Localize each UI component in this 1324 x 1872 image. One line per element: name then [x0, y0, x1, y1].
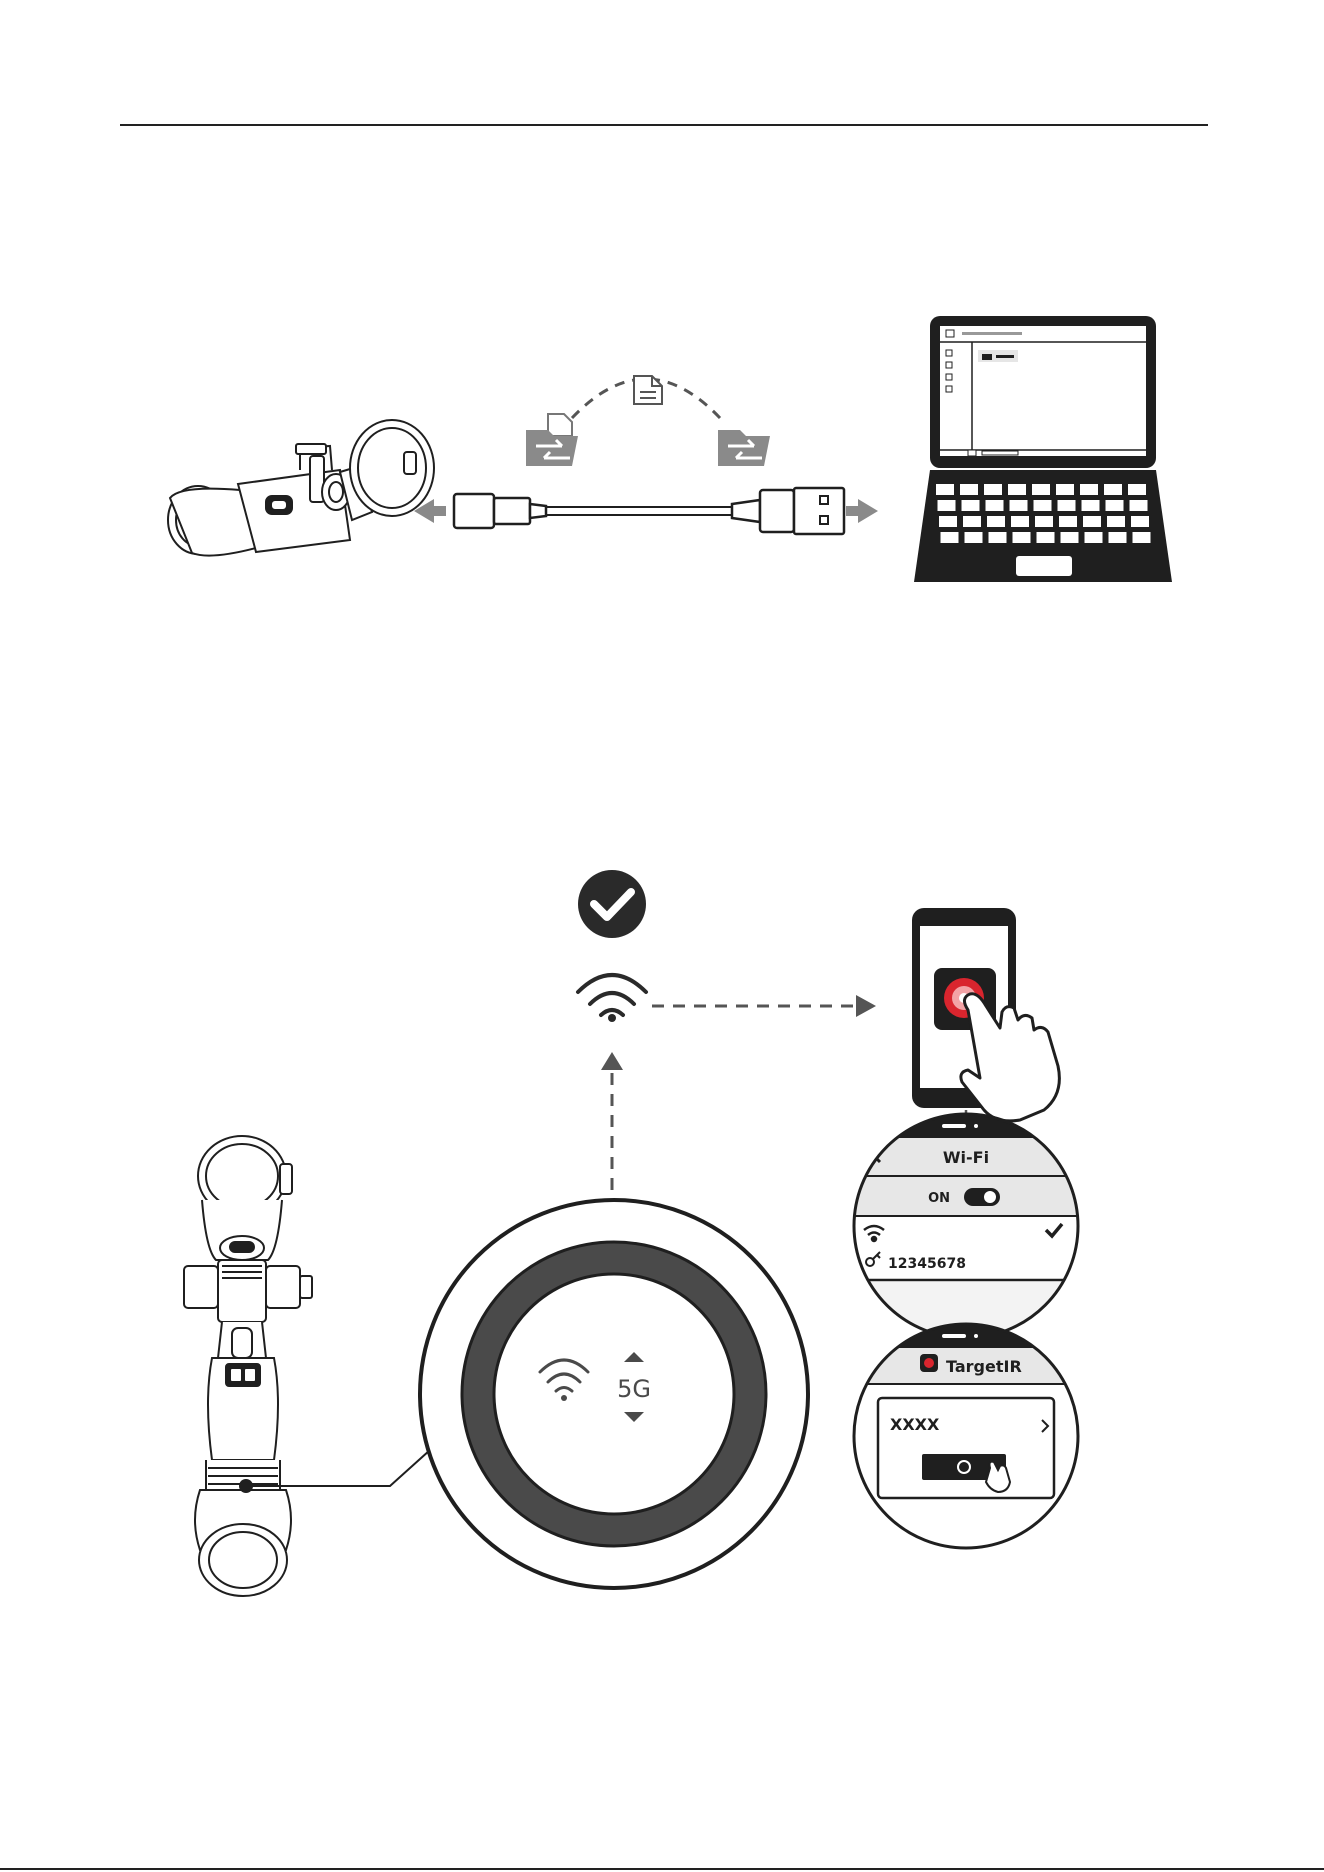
keyboard-key: [1035, 516, 1053, 527]
wifi-connection-diagram: Wi-Fi ON 12345678 TargetIR XXXX: [0, 620, 1324, 1860]
wifi-title: Wi-Fi: [943, 1148, 989, 1167]
keyboard-key: [1034, 500, 1052, 511]
usb-transfer-diagram: [0, 0, 1324, 620]
arrow-up-icon: [601, 1052, 623, 1070]
keyboard-key: [1011, 516, 1029, 527]
keyboard-key: [984, 484, 1002, 495]
keyboard-key: [987, 516, 1005, 527]
keyboard-key: [1058, 500, 1076, 511]
app-callout: TargetIR XXXX: [850, 1324, 1082, 1548]
wifi-band-label: 5G: [617, 1375, 651, 1403]
wifi-password: 12345678: [888, 1256, 966, 1272]
keyboard-key: [965, 532, 983, 543]
keyboard-key: [1080, 484, 1098, 495]
keyboard-key: [963, 516, 981, 527]
scope-side-view: [168, 420, 434, 556]
keyboard-key: [1106, 500, 1124, 511]
wifi-toggle-label: ON: [928, 1191, 950, 1206]
keyboard-key: [986, 500, 1004, 511]
checkmark-circle-icon: [578, 870, 646, 938]
keyboard-key: [1130, 500, 1148, 511]
footer-rule: [0, 1868, 1324, 1870]
keyboard-key: [1008, 484, 1026, 495]
keyboard-key: [1061, 532, 1079, 543]
keyboard-key: [936, 484, 954, 495]
keyboard-key: [1037, 532, 1055, 543]
keyboard-key: [1128, 484, 1146, 495]
keyboard-key: [1010, 500, 1028, 511]
keyboard-key: [1059, 516, 1077, 527]
scope-top-view: [184, 1136, 312, 1596]
wifi-button-marker: [239, 1479, 253, 1493]
app-name: TargetIR: [946, 1357, 1022, 1376]
wifi-knob: 5G: [420, 1200, 808, 1588]
keyboard-key: [1013, 532, 1031, 543]
keyboard-key: [1131, 516, 1149, 527]
arrow-right-icon: [856, 995, 876, 1017]
wifi-icon: [578, 975, 646, 1022]
keyboard-key: [1107, 516, 1125, 527]
usb-cable: [546, 507, 732, 515]
keyboard-key: [962, 500, 980, 511]
usb-a-plug: [732, 488, 844, 534]
keyboard-key: [989, 532, 1007, 543]
folder-transfer-icon: [718, 430, 770, 466]
keyboard-key: [1085, 532, 1103, 543]
keyboard-key: [1109, 532, 1127, 543]
arrow-right-icon: [846, 499, 878, 523]
keyboard-key: [939, 516, 957, 527]
keyboard-key: [1083, 516, 1101, 527]
keyboard-key: [1133, 532, 1151, 543]
keyboard-key: [938, 500, 956, 511]
folder-transfer-icon: [526, 414, 578, 466]
keyboard-key: [1104, 484, 1122, 495]
keyboard-key: [1082, 500, 1100, 511]
keyboard-key: [1032, 484, 1050, 495]
wifi-settings-callout: Wi-Fi ON 12345678: [850, 1114, 1082, 1342]
device-name: XXXX: [890, 1415, 940, 1434]
keyboard-key: [941, 532, 959, 543]
keyboard-key: [960, 484, 978, 495]
keyboard-key: [1056, 484, 1074, 495]
usb-c-plug: [454, 494, 546, 528]
